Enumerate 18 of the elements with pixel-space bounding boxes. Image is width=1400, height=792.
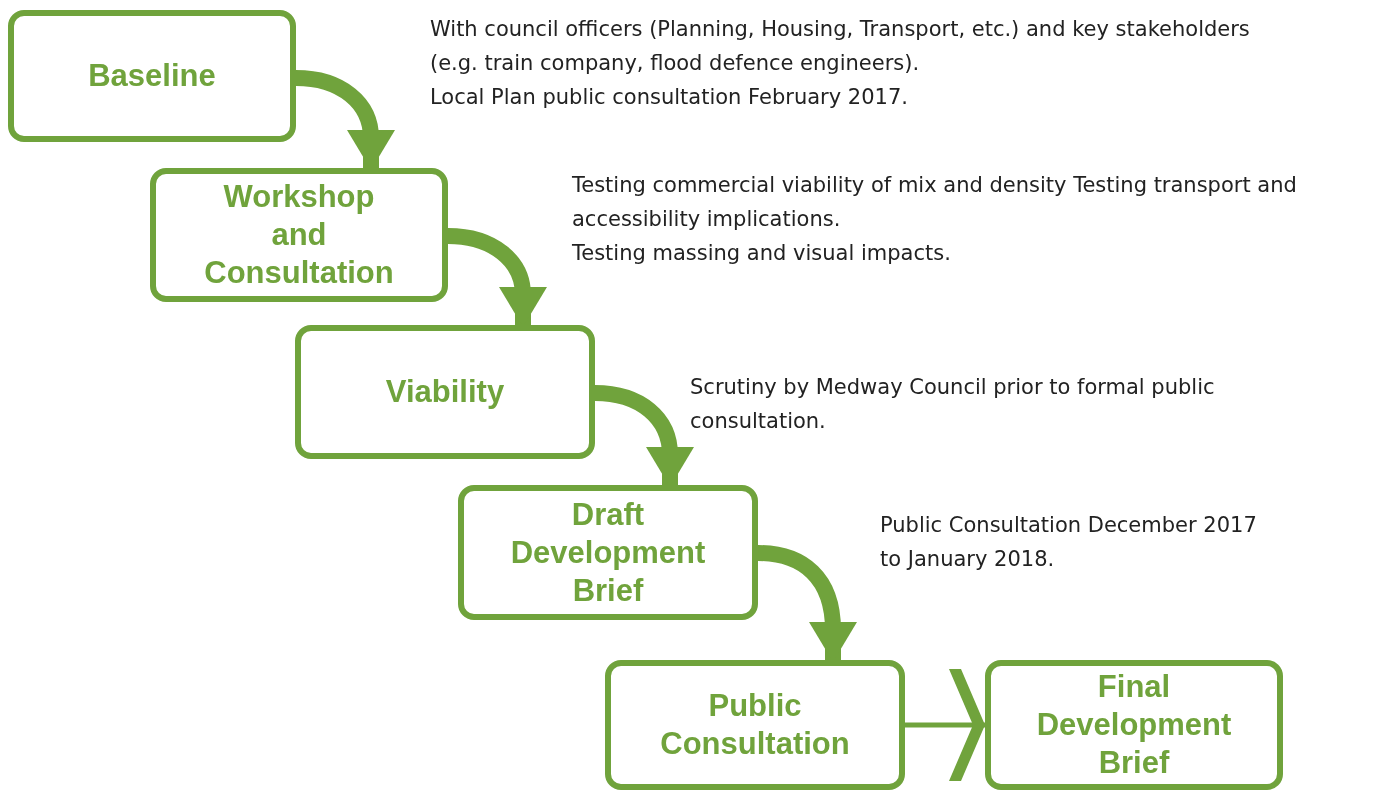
- step-box: [150, 168, 448, 302]
- note-text: With council officers (Planning, Housing, Transport, etc.) and key stakeholders (e.g. train company, flood defence engineers).: [430, 16, 1251, 77]
- step-label: Draft Development Brief: [509, 495, 707, 610]
- step-box: [605, 660, 905, 790]
- step-box: [295, 325, 595, 459]
- step-label: Workshop and Consultation: [203, 178, 395, 292]
- note-text: Testing commercial viability of mix and density Testing transport and accessibility implications.: [572, 172, 1298, 233]
- note-text: Scrutiny by Medway Council prior to formal public consultation.: [690, 374, 1216, 435]
- note-text: Testing massing and visual impacts.: [572, 240, 952, 267]
- step-box: [458, 485, 758, 620]
- step-label: Baseline: [88, 57, 216, 95]
- step-box: [8, 10, 296, 142]
- step-box: [985, 660, 1283, 790]
- step-label: Public Consultation: [659, 687, 851, 763]
- step-label: Final Development Brief: [1035, 668, 1233, 782]
- step-label: Viability: [385, 373, 505, 411]
- note-text: Public Consultation December 2017 to January 2018.: [880, 512, 1258, 573]
- note-text: Local Plan public consultation February 2017.: [430, 84, 909, 111]
